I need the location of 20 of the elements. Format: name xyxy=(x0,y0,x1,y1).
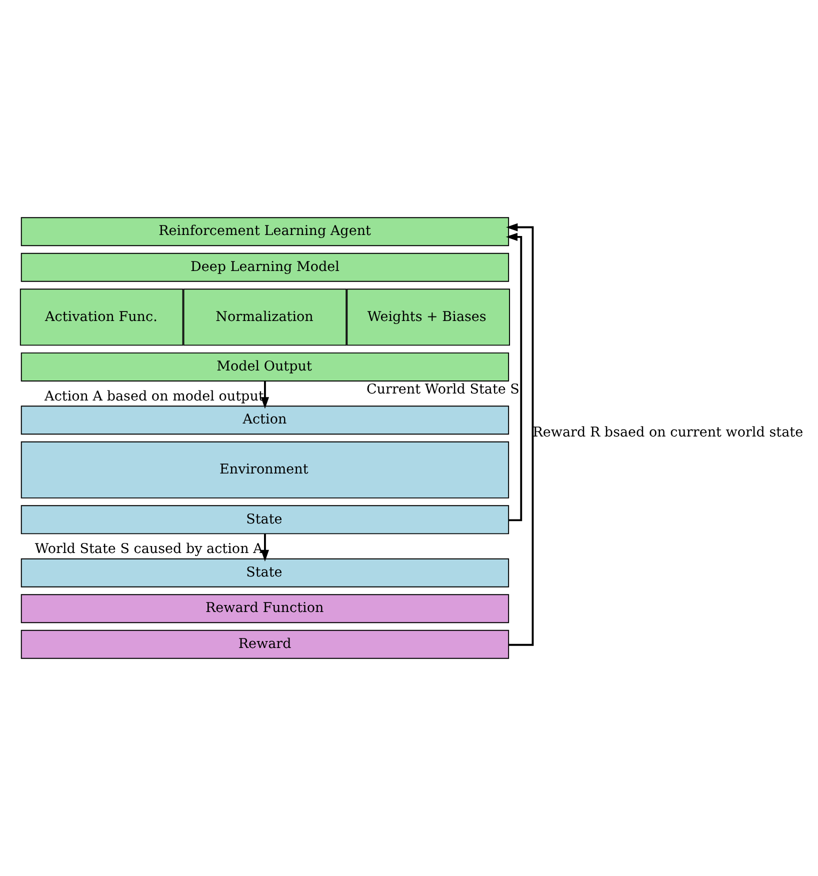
node-box: Environment xyxy=(20,441,510,498)
arrow xyxy=(506,232,522,522)
edge-label: Action A based on model output xyxy=(44,388,264,404)
edge-label: Current World State S xyxy=(366,381,520,398)
node-box: Normalization xyxy=(183,288,347,346)
node-box: Reward xyxy=(20,630,510,659)
node-box: Action xyxy=(20,406,510,435)
node-box: Deep Learning Model xyxy=(20,252,510,282)
edge-label: World State S caused by action A xyxy=(34,541,263,558)
arrow xyxy=(506,223,534,646)
node-box: Model Output xyxy=(20,352,510,382)
node-box: Reinforcement Learning Agent xyxy=(20,217,510,246)
node-box: State xyxy=(20,558,510,588)
arrow xyxy=(260,381,270,409)
node-box: Activation Func. xyxy=(20,288,184,346)
node-box: Reward Function xyxy=(20,594,510,624)
arrow xyxy=(260,534,270,562)
node-box: Weights + Biases xyxy=(346,288,510,346)
edge-label: Reward R bsaed on current world state xyxy=(532,424,804,440)
node-box: State xyxy=(20,505,510,534)
